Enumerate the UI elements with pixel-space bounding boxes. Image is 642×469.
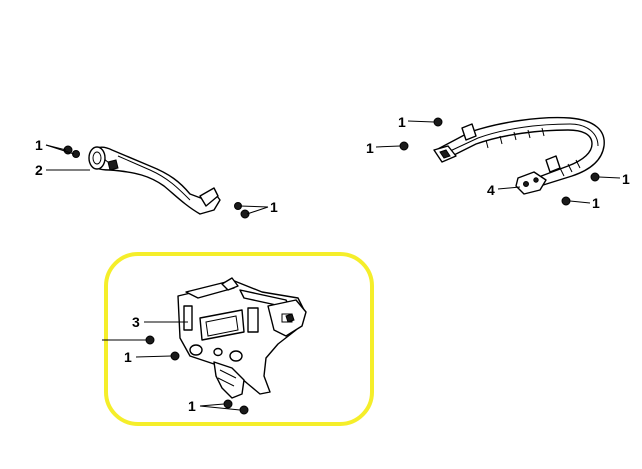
callout-right-fastener-a: 1 <box>398 114 406 130</box>
right-bar-fastener-c[interactable] <box>590 172 600 182</box>
mount-fastener-bottom[interactable] <box>223 399 249 415</box>
highlight-frame <box>104 252 374 426</box>
callout-right-fastener-c: 1 <box>622 171 630 187</box>
right-handle-bar[interactable] <box>433 116 605 187</box>
right-bar-fastener-b[interactable] <box>399 141 409 151</box>
right-bar-bracket[interactable] <box>515 171 547 195</box>
callout-right-fastener-d: 1 <box>592 195 600 211</box>
right-bar-fastener-a[interactable] <box>433 117 443 127</box>
right-bar-fastener-d[interactable] <box>561 196 571 206</box>
callout-right-fastener-b: 1 <box>366 140 374 156</box>
callout-mount-fastener-side: 1 <box>124 349 132 365</box>
callout-left-fastener-bottom: 1 <box>270 199 278 215</box>
left-handle-bar[interactable] <box>88 146 221 215</box>
callout-right-bracket: 4 <box>487 182 495 198</box>
callout-mount-plate: 3 <box>132 314 140 330</box>
mounting-plate[interactable] <box>177 277 307 399</box>
callout-left-bar: 2 <box>35 162 43 178</box>
left-bar-fastener-bottom[interactable] <box>234 202 250 219</box>
callout-left-fastener-top: 1 <box>35 137 43 153</box>
callout-mount-fastener-bottom: 1 <box>188 398 196 414</box>
